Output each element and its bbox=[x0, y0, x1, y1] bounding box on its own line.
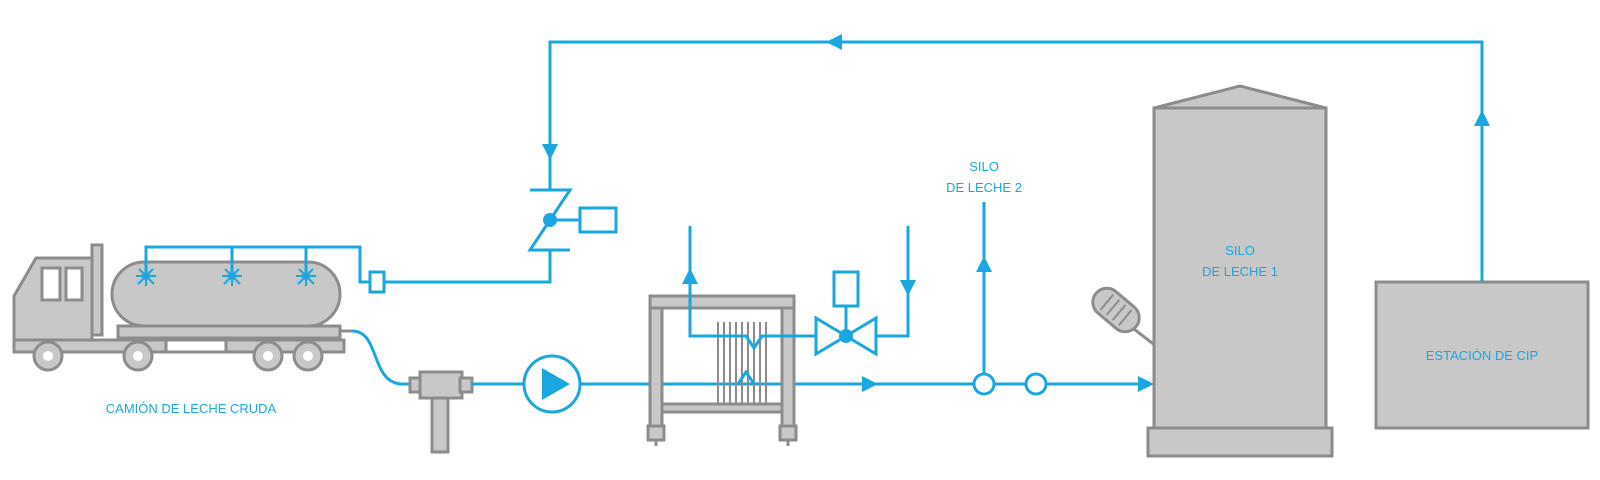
silo-1-label-line-1: SILO bbox=[1225, 243, 1255, 258]
pump-icon bbox=[522, 354, 582, 414]
cip-station-label: ESTACIÓN DE CIP bbox=[1425, 348, 1539, 363]
silo-2-label-line-2: DE LECHE 2 bbox=[946, 180, 1022, 195]
filter-icon bbox=[408, 370, 474, 454]
control-valve-icon bbox=[814, 270, 878, 357]
truck-label: CAMIÓN DE LECHE CRUDA bbox=[105, 401, 277, 416]
flow-meter-icon bbox=[1024, 372, 1048, 396]
silo-2-label-line-1: SILO bbox=[969, 159, 999, 174]
flow-arrow bbox=[976, 256, 992, 272]
flow-meter-icon bbox=[972, 372, 996, 396]
flow-arrow bbox=[1474, 110, 1490, 126]
truck-outlet-hose bbox=[351, 329, 410, 386]
flow-arrow bbox=[900, 280, 916, 296]
check-valve-icon bbox=[527, 160, 618, 258]
tanker-truck-icon bbox=[12, 243, 346, 372]
cip-supply-line bbox=[384, 258, 552, 284]
silo-1-label-line-2: DE LECHE 1 bbox=[1202, 264, 1278, 279]
spray-manifold bbox=[144, 245, 376, 284]
product-pass bbox=[736, 369, 756, 385]
cip-return-line bbox=[548, 40, 1484, 276]
flow-arrow bbox=[542, 144, 558, 160]
silo-1-label: SILO DE LECHE 1 bbox=[1180, 240, 1300, 282]
heating-medium-line bbox=[876, 226, 910, 338]
manifold-valve-icon bbox=[368, 270, 386, 294]
agitator-icon bbox=[1091, 286, 1157, 348]
flow-arrow bbox=[682, 268, 698, 284]
silo-icon bbox=[1146, 84, 1334, 458]
heating-medium-line bbox=[688, 226, 816, 351]
flow-arrow bbox=[862, 376, 878, 392]
plate-heat-exchanger-icon bbox=[646, 294, 798, 446]
flow-arrow bbox=[1138, 376, 1154, 392]
flow-arrow bbox=[826, 34, 842, 50]
silo-2-label: SILO DE LECHE 2 bbox=[924, 156, 1044, 198]
spray-nozzle-icon bbox=[136, 268, 316, 286]
